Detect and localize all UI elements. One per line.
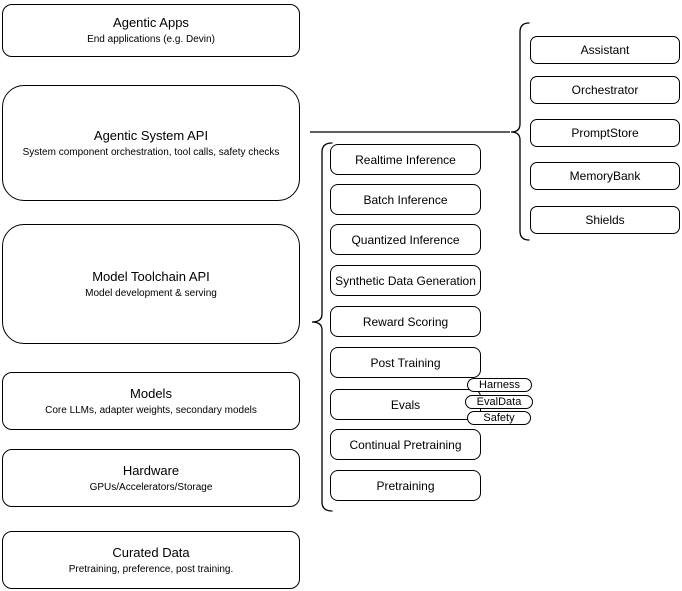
node-subtitle: Model development & serving — [85, 287, 217, 299]
node-label: Assistant — [580, 43, 630, 57]
tag-harness[interactable]: Harness — [467, 378, 532, 392]
node-reward-scoring[interactable]: Reward Scoring — [330, 306, 481, 337]
node-label: Evals — [390, 397, 421, 412]
tag-safety[interactable]: Safety — [467, 411, 531, 425]
node-subtitle: Pretraining, preference, post training. — [68, 563, 234, 575]
node-label: MemoryBank — [569, 169, 641, 183]
node-label: Realtime Inference — [355, 152, 456, 167]
node-evals[interactable]: Evals — [330, 389, 481, 420]
node-hardware[interactable]: Hardware GPUs/Accelerators/Storage — [2, 449, 300, 507]
node-models[interactable]: Models Core LLMs, adapter weights, secon… — [2, 372, 300, 430]
node-memorybank[interactable]: MemoryBank — [530, 162, 680, 190]
node-orchestrator[interactable]: Orchestrator — [530, 76, 680, 104]
node-label: Continual Pretraining — [349, 437, 462, 452]
node-post-training[interactable]: Post Training — [330, 347, 481, 378]
node-assistant[interactable]: Assistant — [530, 36, 680, 64]
node-label: PromptStore — [571, 126, 639, 140]
brace-system-components — [510, 22, 530, 241]
node-title: Model Toolchain API — [92, 268, 210, 284]
node-label: Synthetic Data Generation — [335, 273, 476, 288]
node-subtitle: System component orchestration, tool cal… — [22, 146, 280, 158]
node-label: Post Training — [370, 355, 441, 370]
brace-toolchain-components — [311, 142, 333, 512]
node-continual-pretraining[interactable]: Continual Pretraining — [330, 429, 481, 460]
node-agentic-system-api[interactable]: Agentic System API System component orch… — [2, 85, 300, 201]
node-label: Pretraining — [376, 478, 435, 493]
node-agentic-apps[interactable]: Agentic Apps End applications (e.g. Devi… — [2, 4, 300, 57]
node-title: Models — [130, 385, 172, 401]
node-model-toolchain-api[interactable]: Model Toolchain API Model development & … — [2, 224, 300, 344]
node-synthetic-data-generation[interactable]: Synthetic Data Generation — [330, 265, 481, 296]
node-shields[interactable]: Shields — [530, 206, 680, 234]
node-label: Reward Scoring — [362, 314, 449, 329]
node-title: Hardware — [122, 462, 180, 478]
tag-label: Safety — [483, 411, 515, 424]
node-title: Agentic System API — [93, 127, 209, 143]
node-curated-data[interactable]: Curated Data Pretraining, preference, po… — [2, 531, 300, 589]
node-label: Shields — [585, 213, 625, 227]
tag-label: EvalData — [476, 395, 522, 408]
node-title: Agentic Apps — [113, 15, 189, 30]
node-label: Quantized Inference — [351, 232, 460, 247]
node-pretraining[interactable]: Pretraining — [330, 470, 481, 501]
node-subtitle: Core LLMs, adapter weights, secondary mo… — [45, 404, 257, 416]
node-promptstore[interactable]: PromptStore — [530, 119, 680, 147]
node-subtitle: GPUs/Accelerators/Storage — [89, 481, 213, 493]
node-realtime-inference[interactable]: Realtime Inference — [330, 144, 481, 175]
node-batch-inference[interactable]: Batch Inference — [330, 184, 481, 215]
node-label: Orchestrator — [571, 83, 639, 97]
node-label: Batch Inference — [363, 192, 448, 207]
node-subtitle: End applications (e.g. Devin) — [87, 34, 215, 45]
tag-evaldata[interactable]: EvalData — [465, 395, 533, 409]
node-quantized-inference[interactable]: Quantized Inference — [330, 224, 481, 255]
tag-label: Harness — [479, 378, 520, 391]
node-title: Curated Data — [112, 544, 190, 560]
